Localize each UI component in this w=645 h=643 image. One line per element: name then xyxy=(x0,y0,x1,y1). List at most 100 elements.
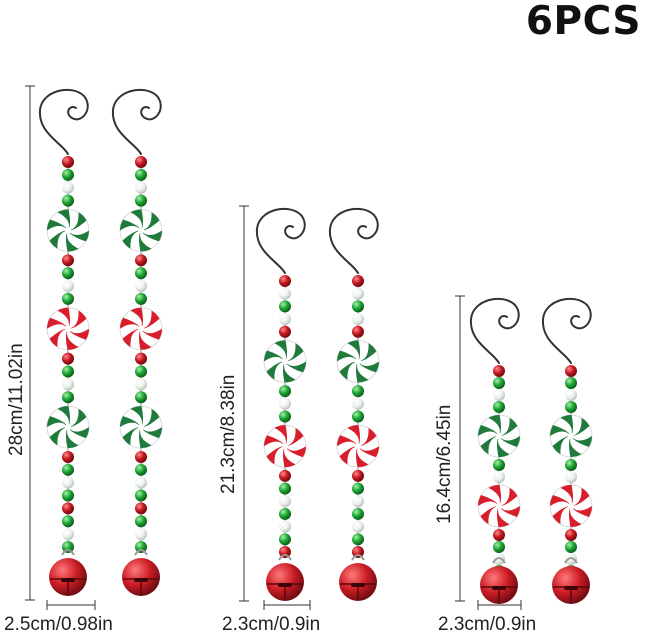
white-bead xyxy=(565,471,577,483)
peppermint-green xyxy=(46,208,90,252)
green-bead xyxy=(135,292,147,305)
white-bead xyxy=(62,280,74,293)
green-bead xyxy=(135,267,147,280)
red-bead xyxy=(62,502,74,515)
width-label-large: 2.5cm/0.98in xyxy=(4,614,113,635)
jingle-bell xyxy=(339,554,377,601)
peppermint-red xyxy=(549,484,593,528)
green-bead xyxy=(135,515,147,528)
green-bead xyxy=(493,541,505,553)
green-bead xyxy=(565,541,577,553)
green-bead xyxy=(62,515,74,528)
green-bead xyxy=(493,377,505,389)
green-bead xyxy=(62,541,74,553)
red-bead xyxy=(135,502,147,515)
peppermint-green xyxy=(336,339,380,383)
peppermint-green xyxy=(46,405,90,449)
hook xyxy=(328,207,379,274)
green-bead xyxy=(135,541,147,553)
green-bead xyxy=(352,482,364,495)
jingle-bell xyxy=(122,549,160,596)
peppermint-red xyxy=(477,484,521,528)
peppermint-red xyxy=(336,424,380,468)
red-bead xyxy=(493,365,505,377)
red-bead xyxy=(279,546,291,558)
green-bead xyxy=(279,410,291,423)
white-bead xyxy=(135,378,147,391)
red-bead xyxy=(279,275,291,287)
green-bead xyxy=(565,377,577,389)
ornament-0-0 xyxy=(38,88,90,596)
red-bead xyxy=(565,529,577,541)
green-bead xyxy=(62,391,74,404)
height-label-large: 28cm/11.02in xyxy=(6,343,27,456)
peppermint-green xyxy=(119,405,163,449)
red-bead xyxy=(135,156,147,168)
hook xyxy=(469,297,520,364)
peppermint-green xyxy=(119,208,163,252)
white-bead xyxy=(279,313,291,326)
red-bead xyxy=(279,325,291,338)
white-bead xyxy=(135,528,147,541)
white-bead xyxy=(565,389,577,401)
green-bead xyxy=(565,401,577,413)
white-bead xyxy=(62,378,74,391)
green-bead xyxy=(352,533,364,546)
white-bead xyxy=(279,287,291,300)
red-bead xyxy=(62,450,74,463)
green-bead xyxy=(62,292,74,305)
green-bead xyxy=(279,385,291,398)
red-bead xyxy=(279,469,291,482)
green-bead xyxy=(565,459,577,471)
jingle-bell xyxy=(552,557,590,604)
red-bead xyxy=(62,254,74,267)
red-bead xyxy=(135,352,147,365)
white-bead xyxy=(135,476,147,489)
white-bead xyxy=(352,287,364,300)
white-bead xyxy=(135,181,147,194)
white-bead xyxy=(62,528,74,541)
green-bead xyxy=(493,401,505,413)
green-bead xyxy=(493,459,505,471)
height-label-medium: 21.3cm/8.38in xyxy=(218,374,239,494)
white-bead xyxy=(279,520,291,533)
white-bead xyxy=(62,181,74,194)
peppermint-red xyxy=(119,307,163,351)
green-bead xyxy=(352,410,364,423)
green-bead xyxy=(279,507,291,520)
green-bead xyxy=(135,463,147,476)
green-bead xyxy=(135,391,147,404)
red-bead xyxy=(493,529,505,541)
green-bead xyxy=(135,489,147,502)
red-bead xyxy=(352,469,364,482)
width-label-medium: 2.3cm/0.9in xyxy=(222,614,321,635)
white-bead xyxy=(493,389,505,401)
peppermint-red xyxy=(263,424,307,468)
ornament-2-1 xyxy=(541,297,593,604)
green-bead xyxy=(279,300,291,313)
hook xyxy=(111,88,162,155)
ornament-1-0 xyxy=(255,207,307,601)
jingle-bell xyxy=(266,554,304,601)
height-label-small: 16.4cm/6.45in xyxy=(434,404,455,524)
white-bead xyxy=(352,313,364,326)
green-bead xyxy=(62,267,74,280)
red-bead xyxy=(62,352,74,365)
green-bead xyxy=(352,507,364,520)
red-bead xyxy=(135,450,147,463)
peppermint-green xyxy=(549,414,593,458)
ornament-2-0 xyxy=(469,297,521,604)
green-bead xyxy=(62,168,74,181)
ornament-0-1 xyxy=(111,88,163,596)
hook xyxy=(38,88,89,155)
white-bead xyxy=(279,397,291,410)
dimension-lines-0 xyxy=(25,85,96,610)
dimension-lines-2 xyxy=(455,295,522,610)
ornament-1-1 xyxy=(328,207,380,601)
white-bead xyxy=(62,476,74,489)
red-bead xyxy=(352,546,364,558)
width-label-small: 2.3cm/0.9in xyxy=(438,614,537,635)
peppermint-green xyxy=(263,339,307,383)
